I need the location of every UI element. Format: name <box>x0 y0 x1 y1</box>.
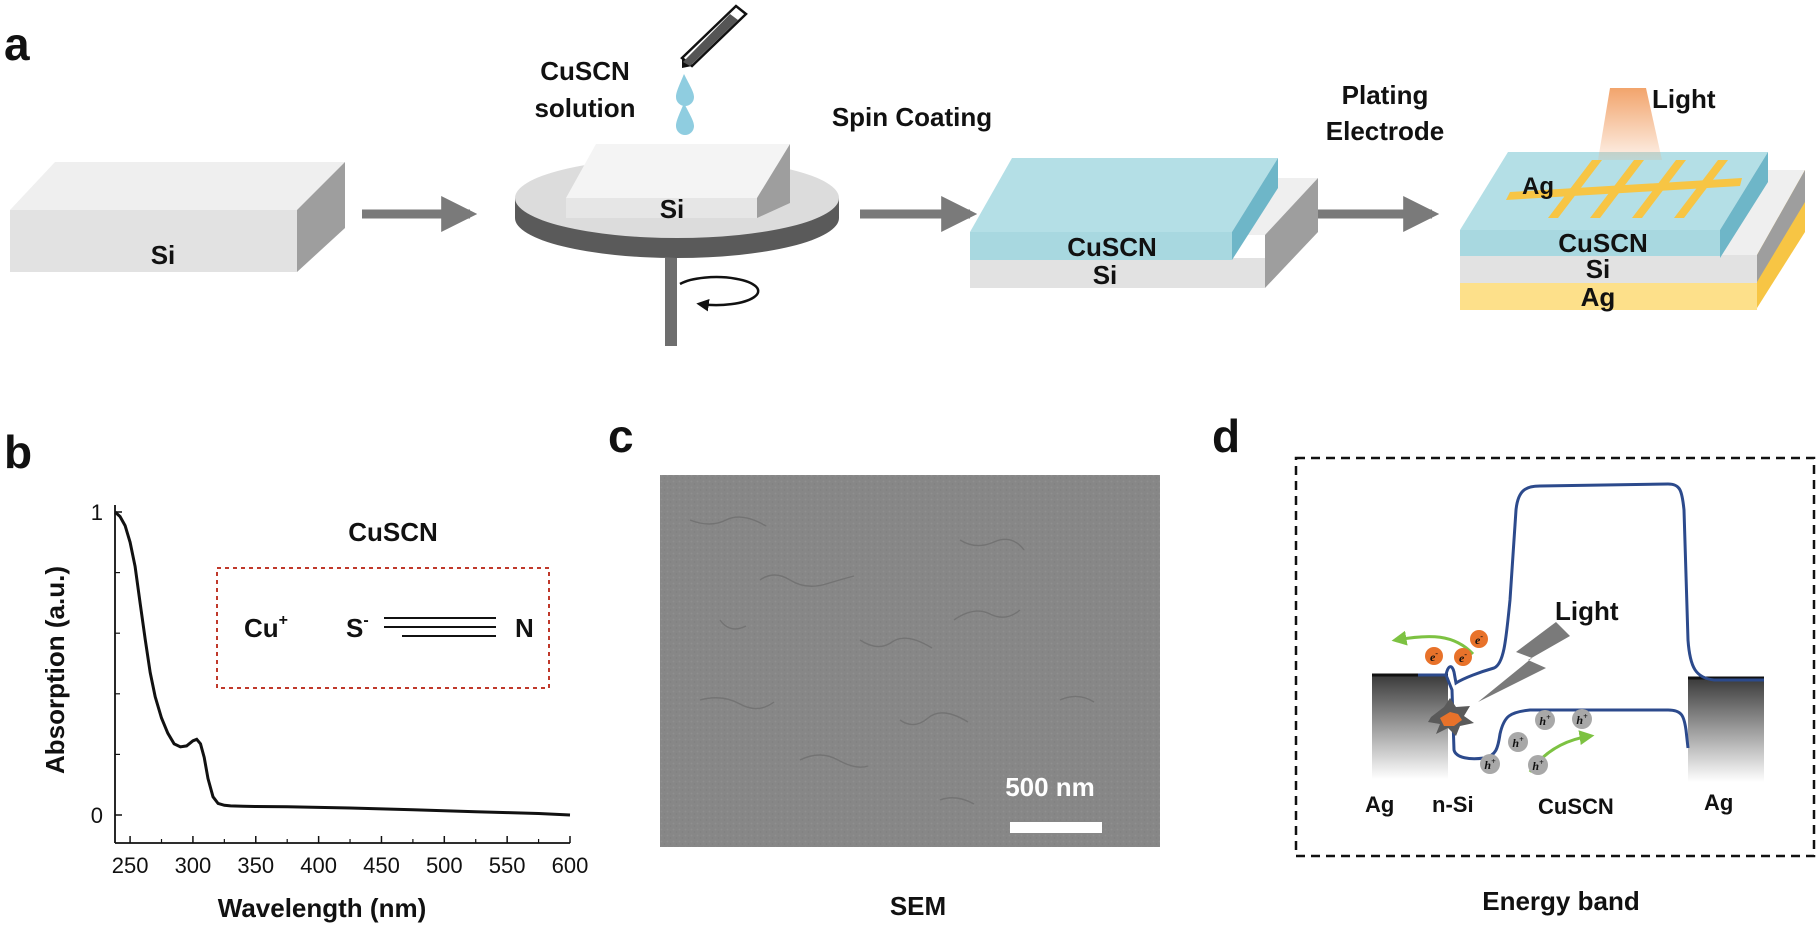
svg-text:h+: h+ <box>1576 712 1588 727</box>
hole-particle: h+ <box>1480 754 1500 774</box>
panel-b-letter: b <box>4 426 32 478</box>
lightning-bolt-icon <box>1478 622 1570 702</box>
x-tick-label: 600 <box>552 853 589 878</box>
chart-ticks: 250 300 350 400 450 500 550 600 0 1 <box>91 500 589 878</box>
finished-device-stack: Light Ag CuSCN Si Ag <box>1460 84 1805 312</box>
hole-particle: h+ <box>1528 755 1548 775</box>
scale-bar <box>1010 822 1102 833</box>
sem-image <box>660 475 1160 847</box>
absorption-chart: 250 300 350 400 450 500 550 600 0 1 Absorption (a… <box>40 500 588 923</box>
energy-band-caption: Energy band <box>1482 886 1639 916</box>
hole-particle: h+ <box>1535 710 1555 730</box>
sem-texture <box>689 516 1095 805</box>
electron-particle: e- <box>1425 647 1443 665</box>
ag-back-electrode-label: Ag <box>1581 282 1616 312</box>
ag-left-contact <box>1372 675 1448 779</box>
light-beam <box>1598 88 1662 160</box>
panel-c: c 500 nm SEM <box>608 410 1160 921</box>
region-label-cuscn: CuSCN <box>1538 794 1614 819</box>
electron-flow-arrow <box>1391 630 1475 656</box>
rotation-arrow-icon <box>679 275 760 312</box>
svg-text:h+: h+ <box>1532 758 1544 773</box>
panel-a: a Si Si CuSCN solution <box>4 4 1805 346</box>
si-layer-label: Si <box>151 240 176 270</box>
ag-grid-label: Ag <box>1522 173 1554 200</box>
electron-particle: e- <box>1470 630 1488 648</box>
cuscn-layer-label: CuSCN <box>1558 228 1648 258</box>
spin-coater: Si <box>515 144 839 346</box>
plating-label-line1: Plating <box>1342 80 1429 110</box>
hole-particle: h+ <box>1508 732 1528 752</box>
panel-a-letter: a <box>4 18 30 70</box>
conduction-band-line <box>1418 482 1764 686</box>
hole-particle: h+ <box>1572 709 1592 729</box>
svg-text:h+: h+ <box>1539 713 1551 728</box>
si-substrate-slab: Si <box>10 162 345 272</box>
spin-coating-label: Spin Coating <box>832 102 992 132</box>
x-axis-label: Wavelength (nm) <box>218 893 426 923</box>
ag-finger-grid <box>1506 160 1742 218</box>
svg-text:h+: h+ <box>1484 757 1496 772</box>
panel-c-letter: c <box>608 410 634 462</box>
region-label-ag-right: Ag <box>1704 790 1733 815</box>
cuscn-structure-inset: CuSCN Cu+ S- N <box>216 517 550 689</box>
y-tick-label: 0 <box>91 803 103 828</box>
spindle-shaft <box>665 258 677 346</box>
sem-caption: SEM <box>890 891 946 921</box>
y-axis-label: Absorption (a.u.) <box>40 566 70 774</box>
region-label-ag-left: Ag <box>1365 792 1394 817</box>
scale-bar-label: 500 nm <box>1005 772 1095 802</box>
inset-s-ion: S- <box>346 612 369 643</box>
light-label: Light <box>1652 84 1716 114</box>
inset-n-atom: N <box>515 613 534 643</box>
x-tick-label: 250 <box>112 853 149 878</box>
x-tick-label: 500 <box>426 853 463 878</box>
light-label: Light <box>1555 596 1619 626</box>
valence-band-line <box>1418 673 1690 761</box>
ag-right-contact <box>1688 678 1764 782</box>
svg-text:e-: e- <box>1459 650 1467 665</box>
inset-cu-ion: Cu+ <box>244 612 288 643</box>
chart-plot-area <box>114 505 570 844</box>
cuscn-solution-label-line1: CuSCN <box>540 56 630 86</box>
x-tick-label: 400 <box>300 853 337 878</box>
cuscn-solution-label-line2: solution <box>534 93 635 123</box>
plating-label-line2: Electrode <box>1326 116 1445 146</box>
y-tick-label: 1 <box>91 500 103 525</box>
pipette-icon <box>680 4 748 68</box>
spin-substrate-label: Si <box>660 194 685 224</box>
droplet-icon <box>676 74 694 106</box>
si-layer-label: Si <box>1586 254 1611 284</box>
electron-particle: e- <box>1454 648 1472 666</box>
absorption-series-line <box>113 510 571 817</box>
energy-band-dashed-frame <box>1294 456 1816 858</box>
si-layer-label: Si <box>1093 260 1118 290</box>
x-tick-label: 450 <box>363 853 400 878</box>
cuscn-layer-label: CuSCN <box>1067 232 1157 262</box>
svg-text:h+: h+ <box>1512 735 1524 750</box>
x-tick-label: 550 <box>489 853 526 878</box>
panel-b: b 250 300 350 400 450 500 550 600 0 1 Absorption … <box>4 426 588 923</box>
x-tick-label: 350 <box>237 853 274 878</box>
x-tick-label: 300 <box>175 853 212 878</box>
panel-d: d e- e- e- h+ h+ <box>1212 410 1816 916</box>
inset-title: CuSCN <box>348 517 438 547</box>
svg-text:e-: e- <box>1430 649 1438 664</box>
svg-text:e-: e- <box>1475 632 1483 647</box>
panel-d-letter: d <box>1212 410 1240 462</box>
region-label-n-si: n-Si <box>1432 792 1474 817</box>
inset-dashed-box <box>216 567 550 689</box>
cuscn-on-si-stack: CuSCN Si <box>970 158 1318 290</box>
droplet-icon <box>676 103 694 135</box>
